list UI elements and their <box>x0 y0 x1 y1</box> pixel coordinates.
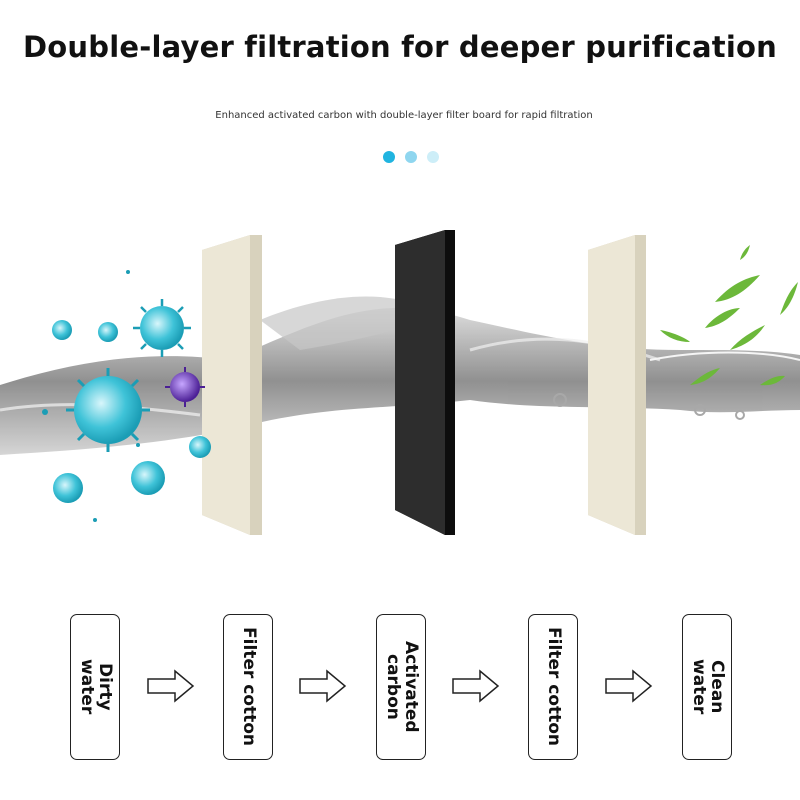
arrow-right-icon <box>299 669 347 703</box>
filtration-illustration <box>0 230 800 535</box>
pager-dots[interactable] <box>383 151 439 163</box>
step-activated-carbon: Activated carbon <box>376 614 426 760</box>
pager-dot-2[interactable] <box>405 151 417 163</box>
step-label: Dirty water <box>77 659 115 715</box>
step-dirty-water: Dirty water <box>70 614 120 760</box>
step-clean-water: Clean water <box>682 614 732 760</box>
arrow-right-icon <box>147 669 195 703</box>
pager-dot-3[interactable] <box>427 151 439 163</box>
virus-icon <box>42 270 211 522</box>
step-filter-cotton-1: Filter cotton <box>223 614 273 760</box>
step-label: Clean water <box>689 659 727 715</box>
arrow-right-icon <box>605 669 653 703</box>
filtration-process-flow: Dirty water Filter cotton Activated carb… <box>0 614 800 760</box>
activated-carbon-panel <box>395 230 455 535</box>
arrow-right-icon <box>452 669 500 703</box>
step-label: Filter cotton <box>543 627 564 747</box>
step-label: Activated carbon <box>383 641 421 733</box>
step-label: Filter cotton <box>238 627 259 747</box>
page-title: Double-layer filtration for deeper purif… <box>23 30 777 64</box>
leaf-icon <box>660 245 798 386</box>
step-filter-cotton-2: Filter cotton <box>528 614 578 760</box>
page-subtitle: Enhanced activated carbon with double-la… <box>215 110 593 121</box>
pager-dot-1[interactable] <box>383 151 395 163</box>
filter-cotton-panel-1 <box>202 235 262 535</box>
filter-cotton-panel-2 <box>588 235 646 535</box>
